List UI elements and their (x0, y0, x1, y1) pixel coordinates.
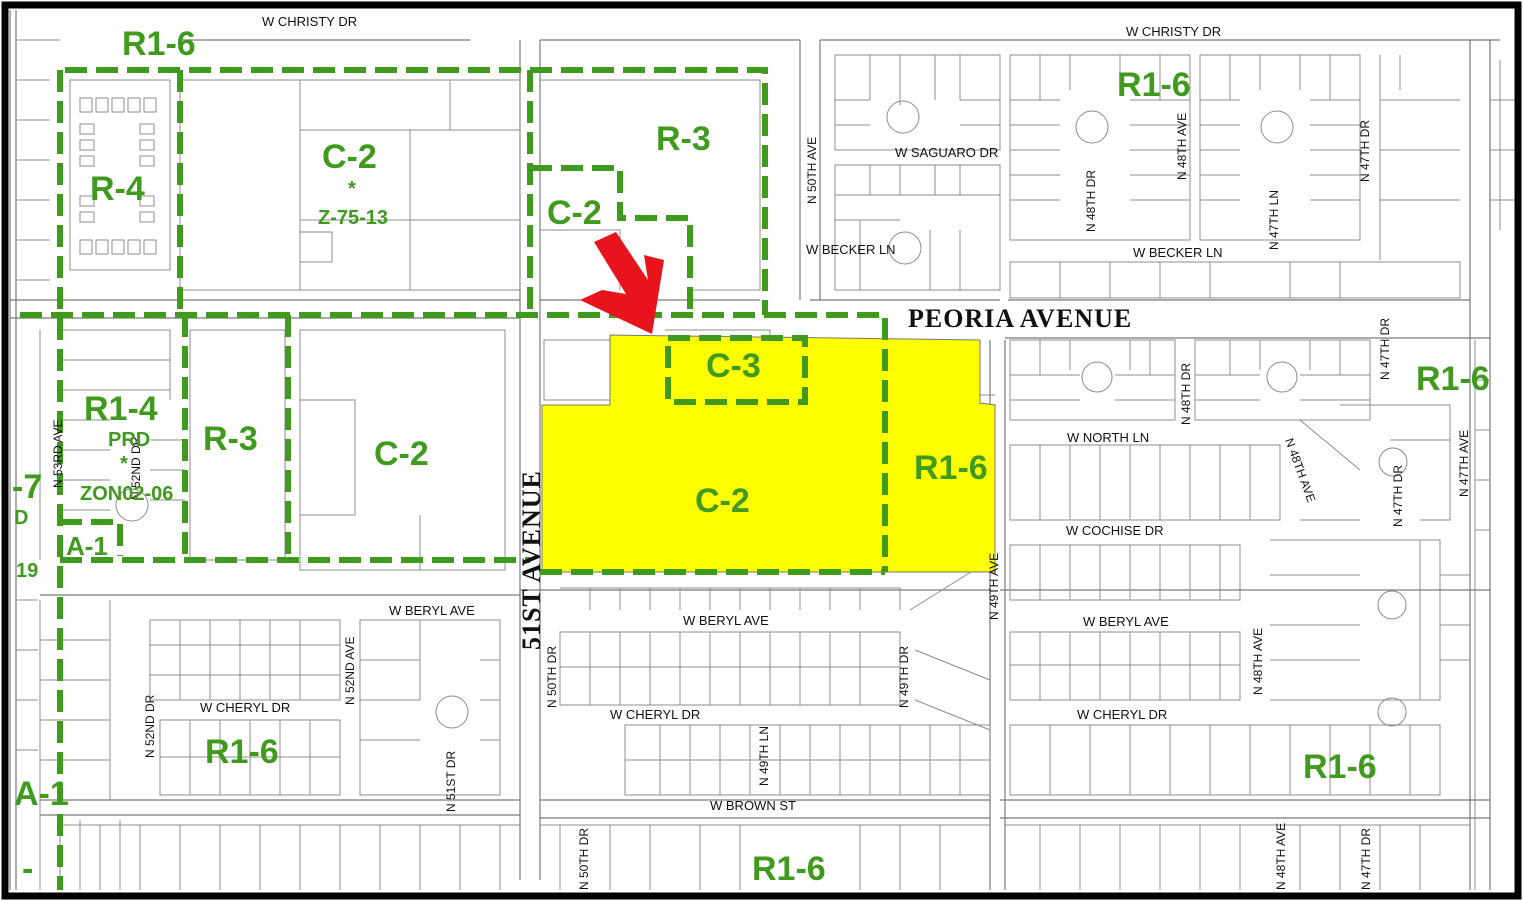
street-label: N 47TH LN (1267, 190, 1281, 250)
zone-label: PRD (108, 429, 150, 451)
street-label: N 52ND DR (143, 694, 157, 758)
zone-label: -7 (12, 468, 42, 506)
street-label: W BECKER LN (806, 242, 896, 257)
street-label: N 48TH DR (1084, 170, 1098, 232)
51st-avenue-label: 51ST AVENUE (517, 470, 546, 650)
subject-site-highlight (541, 334, 996, 573)
zone-label: R1-6 (1416, 360, 1490, 398)
street-label: N 48TH DR (1179, 363, 1193, 425)
zone-label: R-3 (203, 420, 258, 458)
street-label: W BERYL AVE (1083, 614, 1169, 629)
zone-label: R-3 (656, 120, 711, 158)
street-label: N 50TH DR (545, 646, 559, 708)
zone-label: R1-6 (914, 449, 988, 487)
zoning-boundaries (20, 67, 888, 890)
street-label: N 53RD AVE (51, 420, 65, 488)
zone-label: C-2 (547, 194, 602, 232)
street-label: N 48TH AVE (1282, 436, 1318, 504)
street-label: W CHERYL DR (1077, 707, 1167, 722)
street-label: W BERYL AVE (389, 603, 475, 618)
zone-label: 19 (16, 560, 38, 582)
zone-label: Z-75-13 (318, 207, 388, 229)
street-label: N 47TH DR (1378, 318, 1392, 380)
zone-label: R1-4 (84, 390, 158, 428)
zone-label: R-4 (90, 170, 145, 208)
street-label: W CHERYL DR (610, 707, 700, 722)
street-label: N 49TH LN (757, 726, 771, 786)
zone-label: - (22, 850, 33, 888)
zone-label: R1-6 (1117, 66, 1191, 104)
street-label: N 49TH DR (897, 646, 911, 708)
zone-label: R1-6 (752, 850, 826, 888)
street-label: W CHERYL DR (200, 700, 290, 715)
street-label: W COCHISE DR (1066, 523, 1164, 538)
street-label: N 47TH DR (1359, 828, 1373, 890)
zone-label: C-2 (695, 482, 750, 520)
street-label: N 48TH AVE (1175, 113, 1189, 180)
street-label: N 47TH DR (1391, 465, 1405, 527)
street-label: W CHRISTY DR (1126, 24, 1221, 39)
subject-pointer-arrow (580, 232, 664, 334)
street-label: W BROWN ST (710, 798, 796, 813)
zone-label: R1-6 (1303, 748, 1377, 786)
zone-label: C-2 (322, 138, 377, 176)
zone-label: D (14, 507, 28, 529)
street-label: N 48TH AVE (1274, 823, 1288, 890)
zone-label: A-1 (66, 531, 108, 561)
street-label: N 50TH AVE (805, 137, 819, 204)
zone-label: A-1 (14, 775, 69, 813)
street-label: W BERYL AVE (683, 613, 769, 628)
street-label: W BECKER LN (1133, 245, 1223, 260)
zone-label: C-2 (374, 435, 429, 473)
zone-label: R1-6 (205, 733, 279, 771)
street-label: W SAGUARO DR (895, 145, 998, 160)
street-label: N 49TH AVE (987, 553, 1001, 620)
street-label: N 51ST DR (444, 751, 458, 812)
street-label: N 48TH AVE (1251, 628, 1265, 695)
street-label: W CHRISTY DR (262, 14, 357, 29)
zone-label: * (348, 178, 356, 200)
parcel-lines (9, 10, 1520, 890)
street-label: N 52ND AVE (343, 637, 357, 705)
zone-label: ZON02-06 (80, 483, 173, 505)
street-label: N 50TH DR (577, 828, 591, 890)
street-label: N 47TH AVE (1457, 430, 1471, 497)
zone-label: C-3 (706, 347, 761, 385)
zone-label: R1-6 (122, 25, 196, 63)
zone-label: * (120, 453, 128, 475)
peoria-avenue-label: PEORIA AVENUE (908, 304, 1132, 333)
street-label: N 47TH DR (1358, 120, 1372, 182)
street-label: W NORTH LN (1067, 430, 1149, 445)
street-label: N 52ND DR (129, 436, 143, 500)
